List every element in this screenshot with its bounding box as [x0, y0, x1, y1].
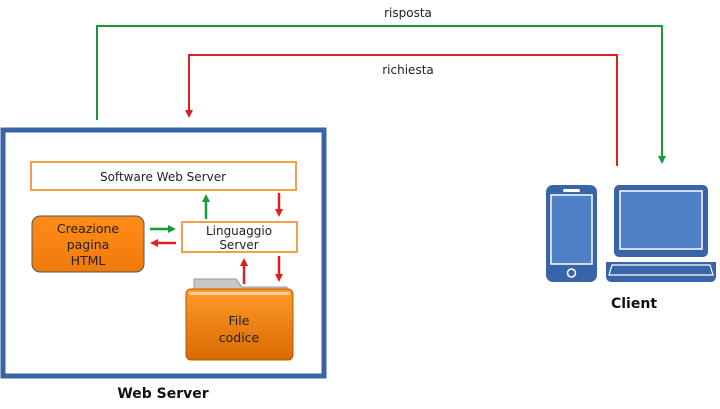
linguaggio-server-box: [181, 221, 298, 253]
file-codice-line1: File: [229, 313, 250, 328]
laptop-icon: [606, 185, 716, 282]
linguaggio-label-line1: Linguaggio: [206, 224, 272, 238]
creazione-line2: pagina: [67, 237, 110, 252]
creazione-line3: HTML: [71, 253, 106, 268]
folder-icon: [185, 278, 294, 361]
linguaggio-label-line2: Server: [219, 238, 258, 252]
creazione-line1: Creazione: [57, 221, 120, 236]
response-label: risposta: [384, 6, 432, 20]
software-web-server-label: Software Web Server: [100, 170, 226, 184]
response-arrow: [96, 25, 666, 164]
smartphone-icon: [546, 185, 597, 282]
creazione-pagina-box: [31, 215, 145, 273]
client-label: Client: [611, 296, 657, 312]
file-codice-line2: codice: [219, 330, 260, 345]
request-arrow: [185, 54, 618, 166]
request-label: richiesta: [382, 63, 434, 77]
web-server-label: Web Server: [117, 386, 208, 402]
software-web-server-box: [30, 161, 297, 191]
